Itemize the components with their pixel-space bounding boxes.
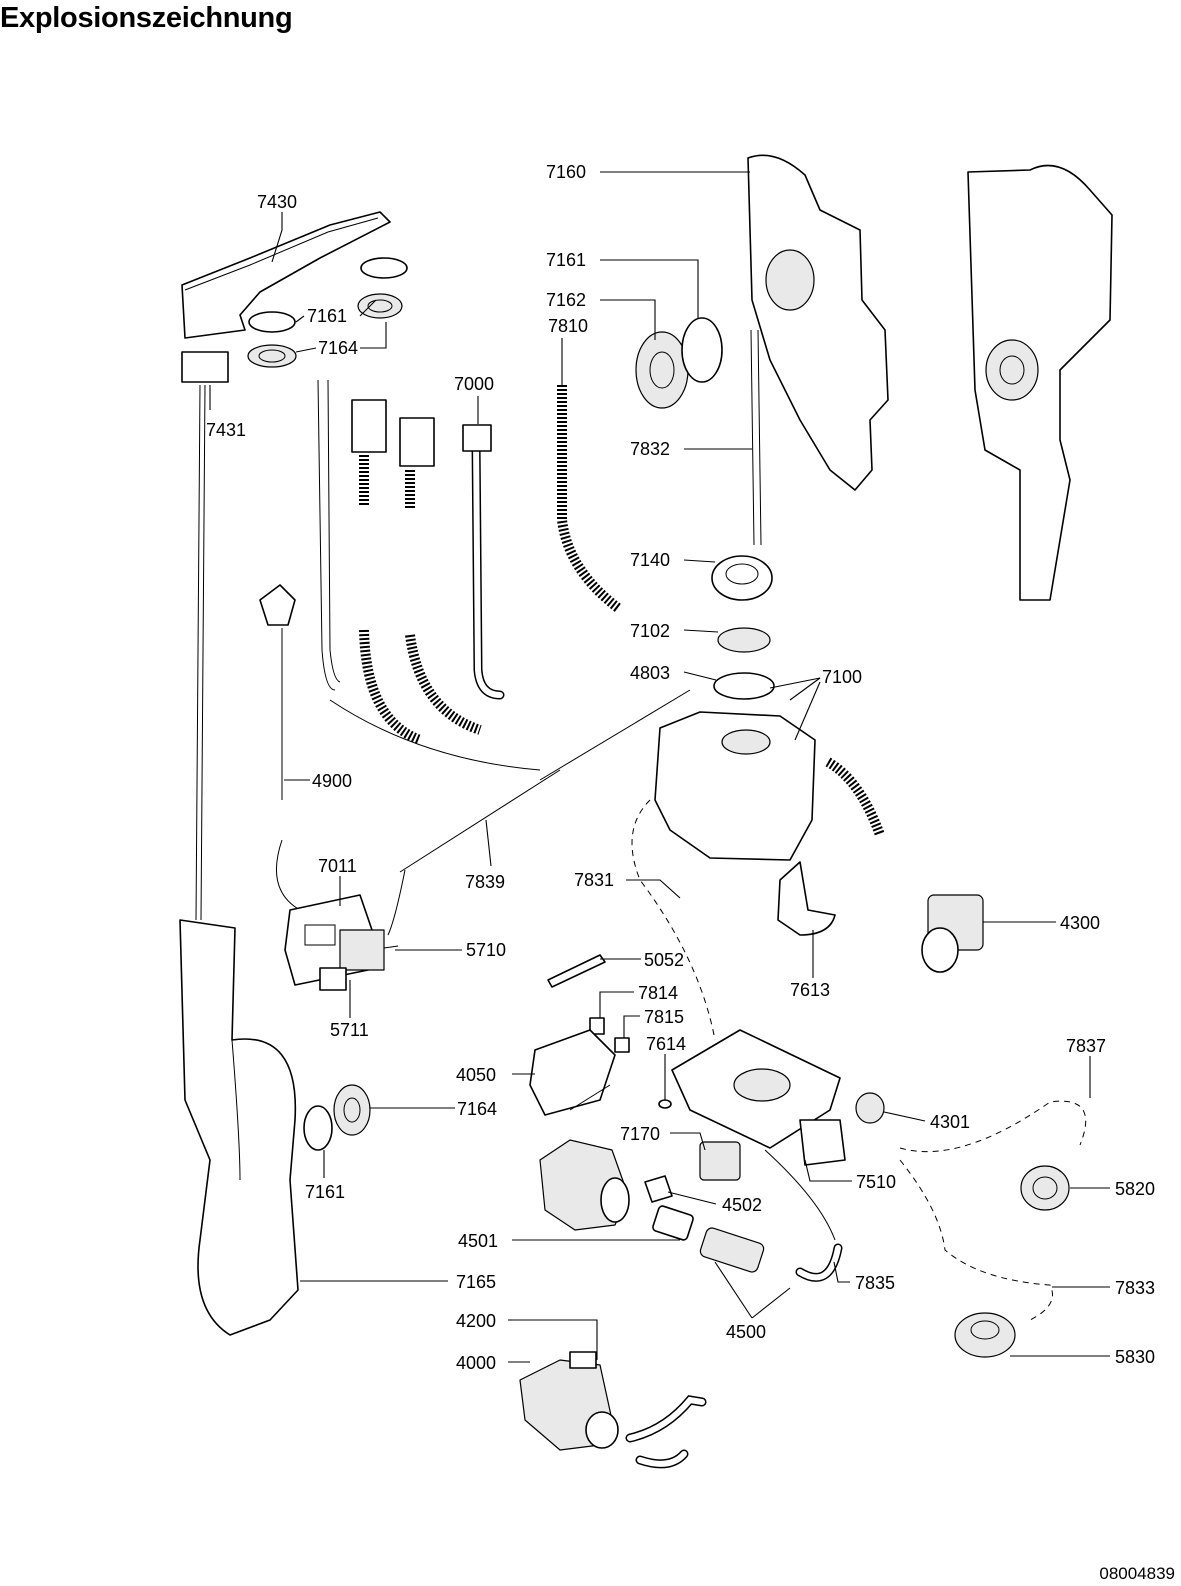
drain-pump-drawing	[539, 1139, 630, 1231]
part-label-4050: 4050	[456, 1065, 496, 1085]
part-label-7161: 7161	[546, 250, 586, 270]
page-title: Explosionszeichnung	[0, 2, 293, 34]
duct-7430-drawing	[181, 211, 391, 383]
part-label-4500: 4500	[726, 1322, 766, 1342]
wire-7839-drawing	[387, 769, 561, 936]
part-label-7839: 7839	[465, 872, 505, 892]
part-label-4501: 4501	[458, 1231, 498, 1251]
hose-7835-inner	[797, 1245, 841, 1281]
part-label-4200: 4200	[456, 1311, 496, 1331]
part-label-7160: 7160	[546, 162, 586, 182]
part-label-5710: 5710	[466, 940, 506, 960]
inlet-valve-5710-drawing	[339, 929, 399, 971]
seal-ring-drawing	[360, 257, 408, 279]
nozzle-disc-drawing	[247, 344, 297, 368]
nozzle-disc-drawing	[357, 293, 403, 319]
filter-4500-drawing	[699, 1227, 765, 1273]
part-label-7833: 7833	[1115, 1278, 1155, 1298]
cable-4900-drawing	[259, 584, 301, 911]
connector-7814-drawing	[589, 1017, 605, 1035]
hose-7831-drawing	[631, 799, 716, 1041]
part-label-5052: 5052	[644, 950, 684, 970]
side-panel-7160-drawing	[747, 154, 889, 491]
part-label-7835: 7835	[855, 1273, 895, 1293]
part-label-4301: 4301	[930, 1112, 970, 1132]
part-label-7431: 7431	[206, 420, 246, 440]
hose-7833-drawing	[899, 1159, 1053, 1321]
tube-drawing	[195, 384, 201, 921]
rod-7832-drawing	[757, 329, 762, 546]
part-label-7613: 7613	[790, 980, 830, 1000]
ring-7102-drawing	[717, 627, 771, 653]
part-label-4000: 4000	[456, 1353, 496, 1373]
side-panel-back-drawing	[967, 164, 1113, 601]
fitting-4502-drawing	[644, 1175, 673, 1203]
part-labels: 7430 7161 7164 7431 7000 7160 7161 7162 …	[206, 162, 1155, 1373]
part-label-7810: 7810	[548, 316, 588, 336]
part-label-5711: 5711	[330, 1020, 369, 1040]
seal-4301-drawing	[855, 1092, 885, 1124]
document-number: 08004839	[1099, 1564, 1175, 1583]
part-label-7837: 7837	[1066, 1036, 1106, 1056]
softener-7100-drawing	[654, 711, 885, 861]
part-label-7165: 7165	[456, 1272, 496, 1292]
part-label-7831: 7831	[574, 870, 614, 890]
hose-7835-line	[764, 1149, 836, 1241]
strip-5052-drawing	[547, 954, 606, 988]
heater-4050-drawing	[529, 1029, 616, 1116]
part-label-7614: 7614	[646, 1034, 686, 1054]
part-drawings	[179, 154, 1113, 1469]
sump-drawing	[671, 1029, 846, 1166]
valve-7170-drawing	[699, 1141, 741, 1181]
leader-lines	[209, 171, 1110, 1363]
part-label-5820: 5820	[1115, 1179, 1155, 1199]
part-label-7164: 7164	[457, 1099, 497, 1119]
seal-7161-drawing	[303, 1105, 333, 1151]
hose-7837-drawing	[899, 1100, 1087, 1153]
part-label-7100: 7100	[822, 667, 862, 687]
part-label-7161: 7161	[307, 306, 347, 326]
pressure-switch-5830-drawing	[954, 1312, 1016, 1358]
inlet-hose-7000-drawing	[462, 424, 505, 700]
part-label-4900: 4900	[312, 771, 352, 791]
part-label-7815: 7815	[644, 1007, 684, 1027]
connector-5711-drawing	[319, 967, 347, 991]
hose-7810-drawing	[557, 385, 622, 612]
part-label-7832: 7832	[630, 439, 670, 459]
cap-7140-drawing	[711, 555, 773, 601]
part-label-7000: 7000	[454, 374, 494, 394]
pump-4300-drawing	[921, 894, 984, 973]
tube-drawing	[200, 384, 206, 921]
ring-7614-drawing	[658, 1099, 672, 1109]
inlet-hoses-drawing	[317, 379, 541, 771]
sleeve-4501-drawing	[652, 1205, 694, 1241]
part-label-7510: 7510	[856, 1172, 896, 1192]
part-label-4502: 4502	[722, 1195, 762, 1215]
part-label-7430: 7430	[257, 192, 297, 212]
part-label-7140: 7140	[630, 550, 670, 570]
part-label-5830: 5830	[1115, 1347, 1155, 1367]
spray-disc-7162-drawing	[635, 331, 689, 409]
motor-4000-drawing	[519, 1351, 707, 1469]
duct-7165-drawing	[179, 919, 299, 1336]
part-label-7102: 7102	[630, 621, 670, 641]
part-label-7161: 7161	[305, 1182, 345, 1202]
part-label-4803: 4803	[630, 663, 670, 683]
seal-ring-7161-drawing	[681, 317, 723, 383]
part-label-7170: 7170	[620, 1124, 660, 1144]
wire-7839-drawing	[539, 689, 691, 781]
part-label-7162: 7162	[546, 290, 586, 310]
bracket-7613-drawing	[777, 861, 836, 936]
part-label-7011: 7011	[318, 856, 357, 876]
part-label-7164: 7164	[318, 338, 358, 358]
rod-7832-drawing	[750, 329, 755, 546]
pressure-switch-5820-drawing	[1020, 1165, 1070, 1211]
part-label-7814: 7814	[638, 983, 678, 1003]
part-label-4300: 4300	[1060, 913, 1100, 933]
seal-ring-drawing	[248, 311, 296, 333]
seal-4803-drawing	[713, 672, 775, 700]
connector-7815-drawing	[614, 1037, 630, 1053]
disc-7164-drawing	[333, 1084, 371, 1136]
